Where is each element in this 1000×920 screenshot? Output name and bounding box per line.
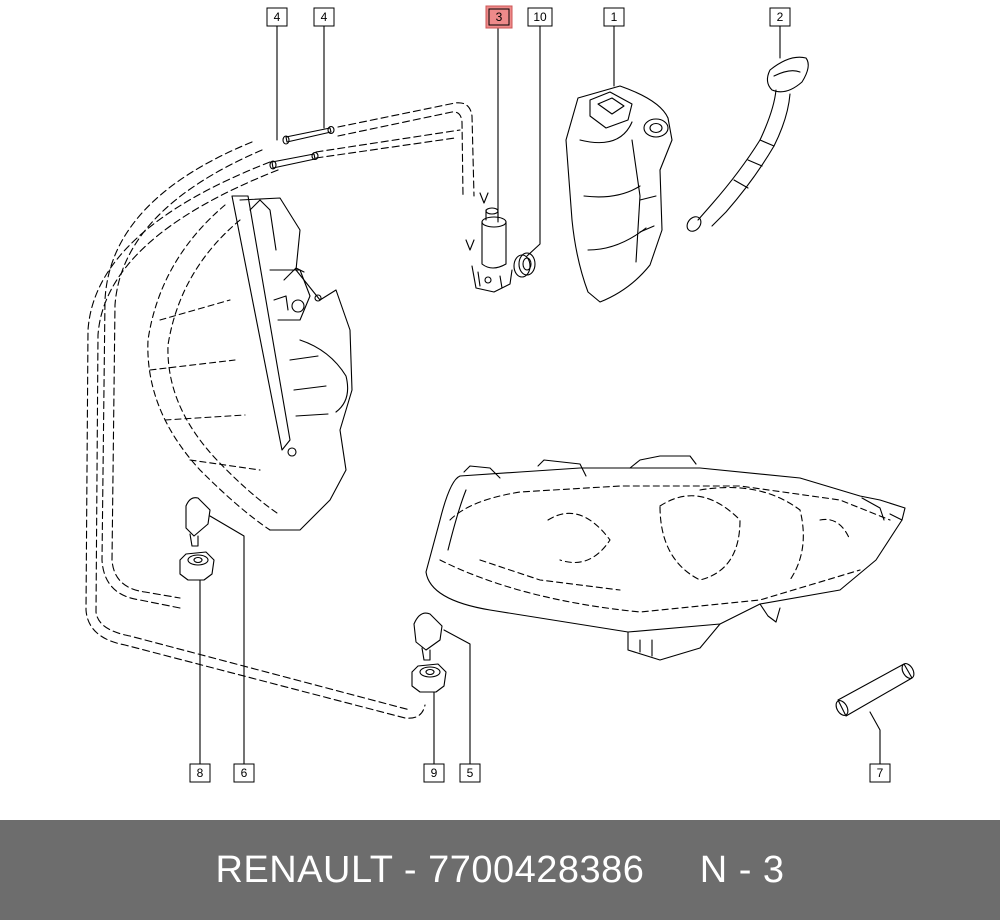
headlamp-right (425, 455, 906, 661)
callout-7: 7 (869, 763, 891, 783)
headlamp-left-frame (231, 195, 353, 531)
hose-arrow (465, 192, 489, 251)
callout-1: 1 (603, 7, 625, 27)
grommet (513, 252, 536, 278)
parts-diagram: 4 4 3 10 1 2 8 6 9 5 7 (85, 5, 915, 783)
callout-5: 5 (459, 763, 481, 783)
nut-9 (411, 663, 447, 693)
footer-banner: RENAULT - 7700428386 N - 3 (0, 820, 1000, 920)
washer-pump (471, 207, 513, 293)
callout-7-label: 7 (877, 766, 884, 780)
callout-8-label: 8 (197, 766, 204, 780)
callout-2: 2 (769, 7, 791, 27)
part-number-caption: RENAULT - 7700428386 N - 3 (215, 848, 785, 891)
hose-sleeve (835, 663, 915, 717)
washer-nozzle-5 (413, 612, 443, 661)
callout-9-label: 9 (431, 766, 438, 780)
callout-4a-label: 4 (274, 10, 281, 24)
callout-6-label: 6 (241, 766, 248, 780)
callout-4b: 4 (313, 7, 335, 27)
filler-neck (686, 56, 809, 232)
callout-10: 10 (527, 7, 553, 27)
callout-4a: 4 (266, 7, 288, 27)
callout-1-label: 1 (611, 10, 618, 24)
washer-nozzle-6 (185, 497, 211, 547)
callout-8: 8 (189, 763, 211, 783)
callout-10-label: 10 (533, 10, 547, 24)
callout-6: 6 (233, 763, 255, 783)
callout-3-highlighted: 3 (485, 5, 513, 29)
callout-4b-label: 4 (321, 10, 328, 24)
callout-5-label: 5 (467, 766, 474, 780)
washer-reservoir (565, 85, 673, 303)
callout-3-label: 3 (496, 10, 503, 24)
washer-hose (85, 102, 475, 719)
hose-connector (269, 125, 335, 170)
headlamp-right-lens (439, 485, 891, 613)
leader-lines (199, 24, 881, 765)
headlamp-left (147, 204, 281, 531)
callout-2-label: 2 (777, 10, 784, 24)
callout-9: 9 (423, 763, 445, 783)
nut-8 (179, 551, 215, 581)
